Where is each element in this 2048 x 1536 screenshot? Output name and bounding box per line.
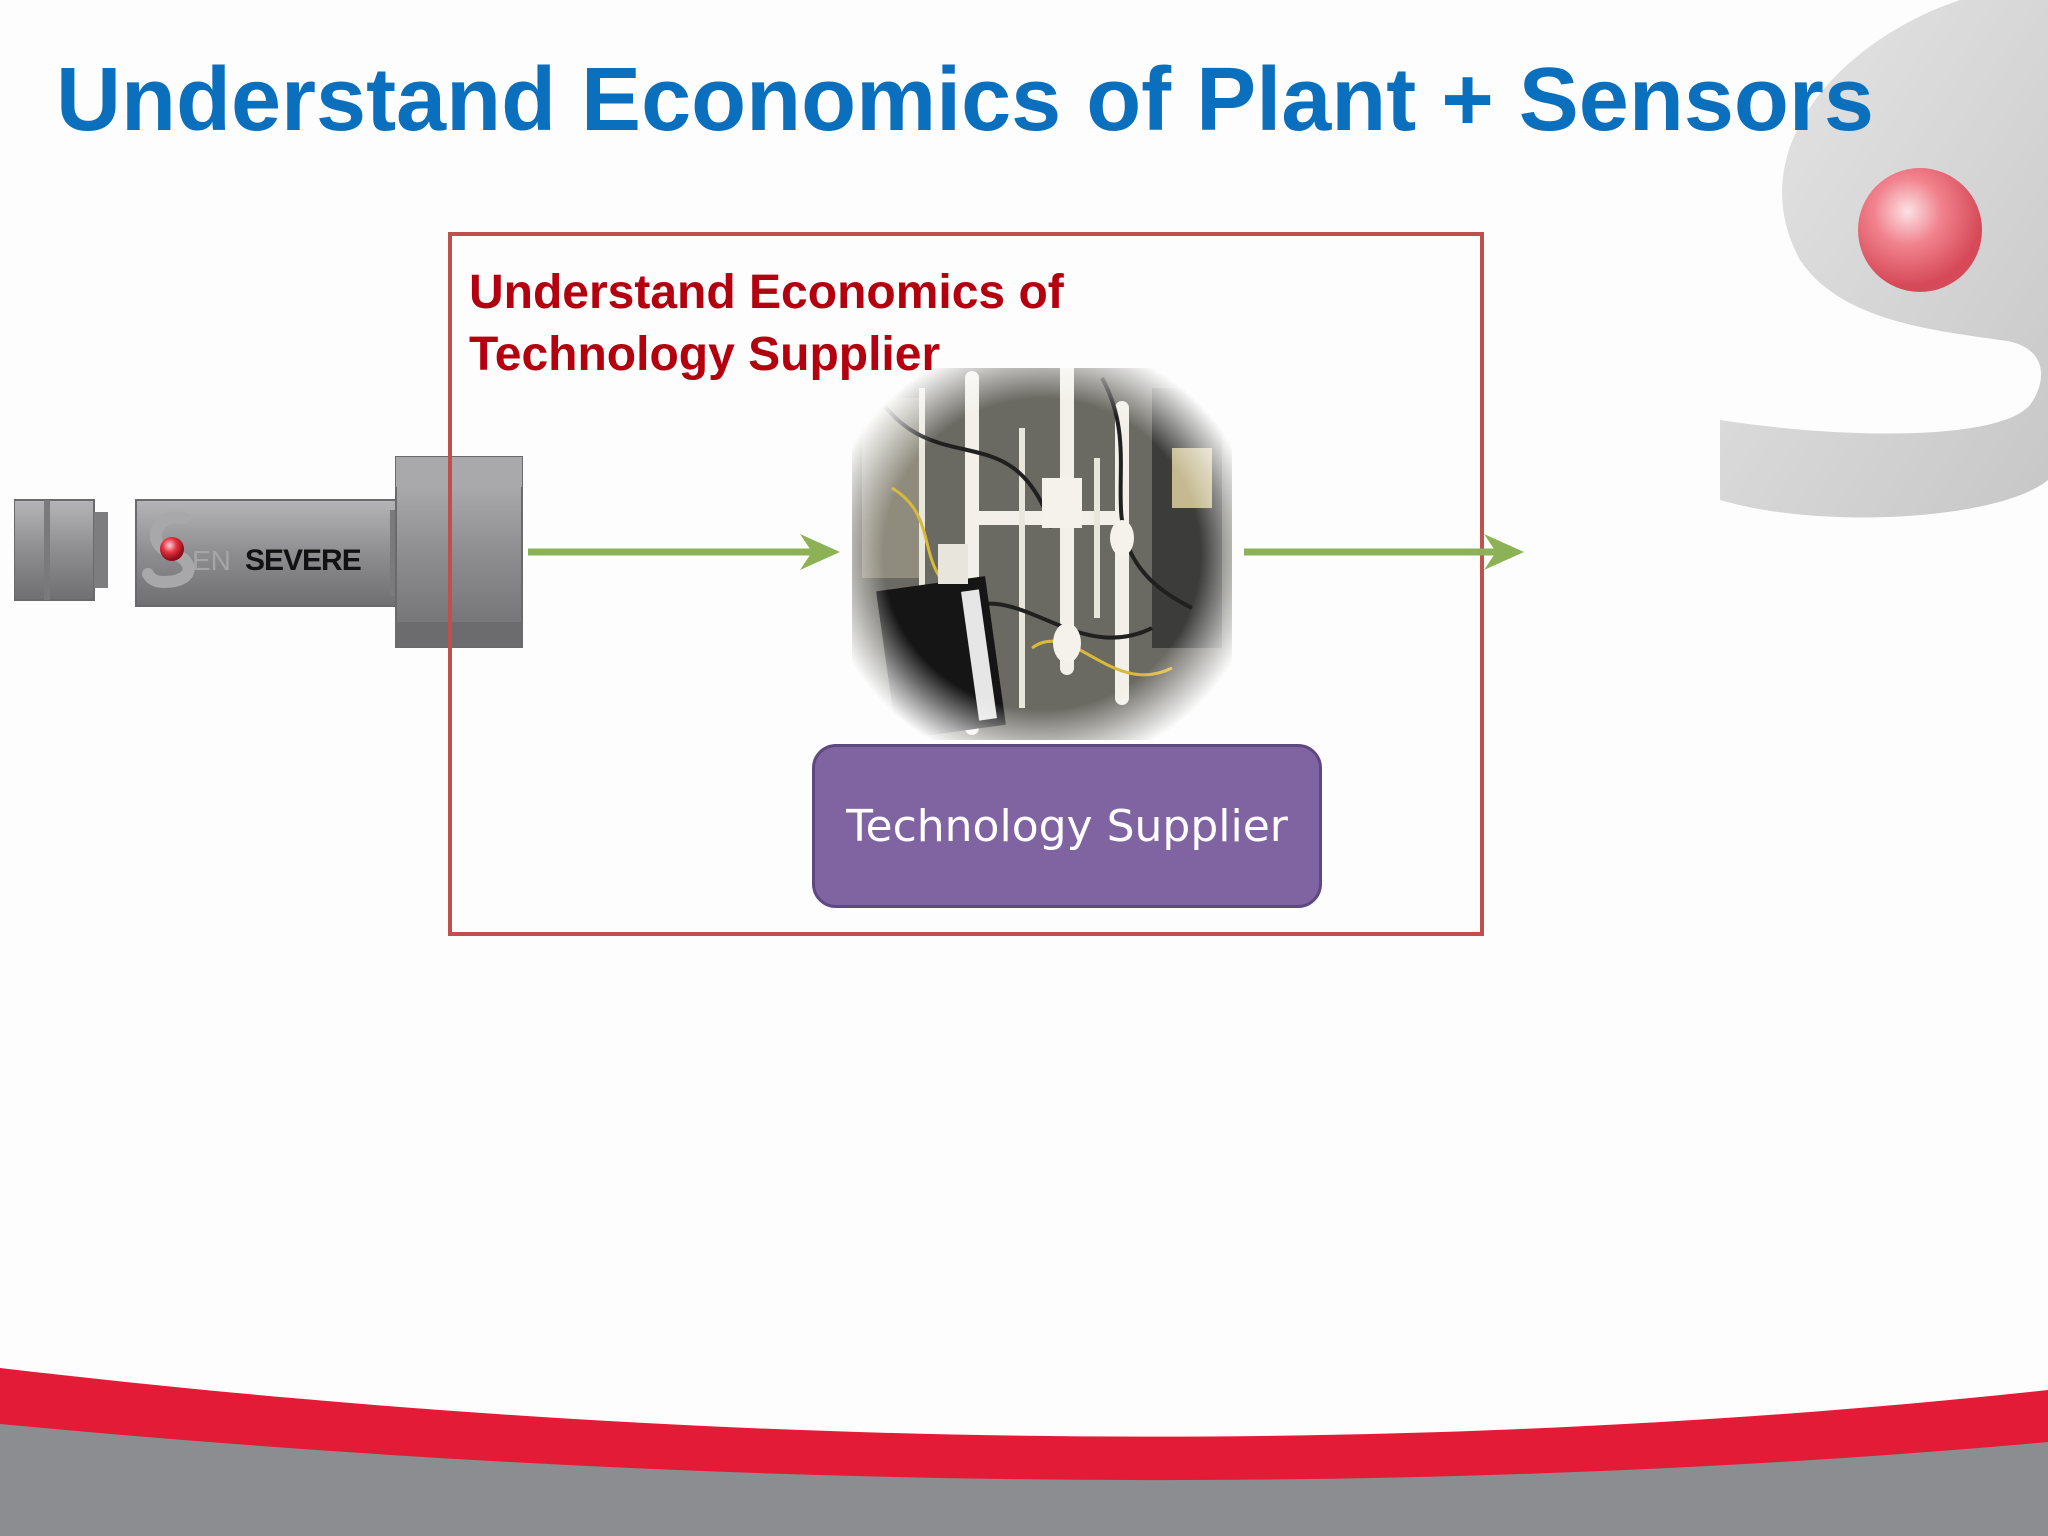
output-arrow: [1244, 534, 1524, 570]
sensor-logo-text: SEVERE: [245, 544, 361, 577]
background-logo-mark: [1720, 0, 2048, 518]
footer-swoosh: [0, 1368, 2048, 1536]
technology-supplier-label: Technology Supplier: [846, 800, 1288, 852]
scope-boundary-box: [448, 232, 1484, 936]
input-arrow: [528, 534, 840, 570]
technology-supplier-box: Technology Supplier: [812, 744, 1322, 908]
sensor-device-image: EN SEVERE: [14, 456, 523, 648]
scope-label-line1: Understand Economics of: [469, 266, 1064, 319]
plant-equipment-photo: [852, 368, 1232, 740]
slide-title: Understand Economics of Plant + Sensors: [56, 50, 1874, 150]
sensor-logo-prefix: EN: [192, 545, 231, 576]
